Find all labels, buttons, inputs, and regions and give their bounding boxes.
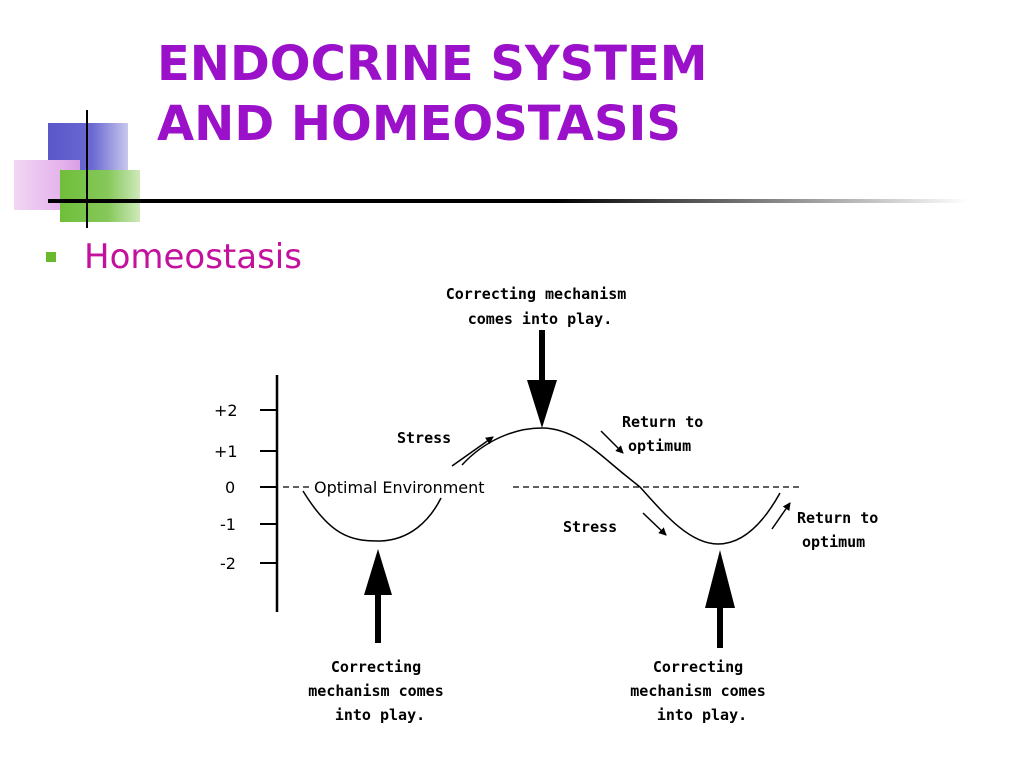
y-tick-label: 0: [225, 478, 235, 497]
stress-label: Stress: [563, 518, 617, 536]
stress-arrow-down: [642, 512, 667, 536]
return-arrow-down: [600, 430, 624, 454]
slide-title: ENDOCRINE SYSTEM AND HOMEOSTASIS: [157, 34, 708, 154]
fluctuation-curve: [302, 427, 781, 545]
arrow-up-large-left: [364, 549, 392, 643]
bullet-item: Homeostasis: [46, 234, 302, 280]
return-arrow-up: [771, 502, 791, 530]
bottom-right-callout-line-3: into play.: [657, 706, 747, 724]
y-axis-tick-marks: [260, 409, 277, 564]
top-callout-line-2: comes into play.: [468, 310, 613, 328]
bottom-left-callout-line-2: mechanism comes: [308, 682, 443, 700]
return-label-line-1: Return to: [622, 413, 703, 431]
slide-title-line-2: AND HOMEOSTASIS: [157, 96, 681, 152]
y-tick-label: +1: [214, 442, 238, 461]
title-underline: [48, 199, 968, 203]
top-callout-line-1: Correcting mechanism: [446, 285, 627, 303]
bottom-left-callout-line-1: Correcting: [331, 658, 421, 676]
y-tick-label: -2: [220, 554, 236, 573]
bullet-text: Homeostasis: [84, 237, 302, 277]
bullet-marker: [46, 252, 56, 262]
y-tick-label: -1: [220, 515, 236, 534]
bottom-right-callout-line-1: Correcting: [653, 658, 743, 676]
arrow-up-large-right: [705, 550, 735, 648]
y-tick-label: +2: [214, 401, 238, 420]
bottom-right-callout-line-2: mechanism comes: [630, 682, 765, 700]
stress-arrow-up: [451, 436, 494, 467]
decor-vertical-rule: [86, 110, 88, 228]
arrow-down-large: [527, 330, 557, 428]
slide-title-line-1: ENDOCRINE SYSTEM: [157, 36, 708, 92]
optimal-environment-label: Optimal Environment: [314, 478, 485, 497]
decor-green-square: [60, 170, 140, 222]
return-label-line-2: optimum: [802, 533, 865, 551]
stress-label: Stress: [397, 429, 451, 447]
return-label-line-2: optimum: [628, 437, 691, 455]
return-label-line-1: Return to: [797, 509, 878, 527]
bottom-left-callout-line-3: into play.: [335, 706, 425, 724]
